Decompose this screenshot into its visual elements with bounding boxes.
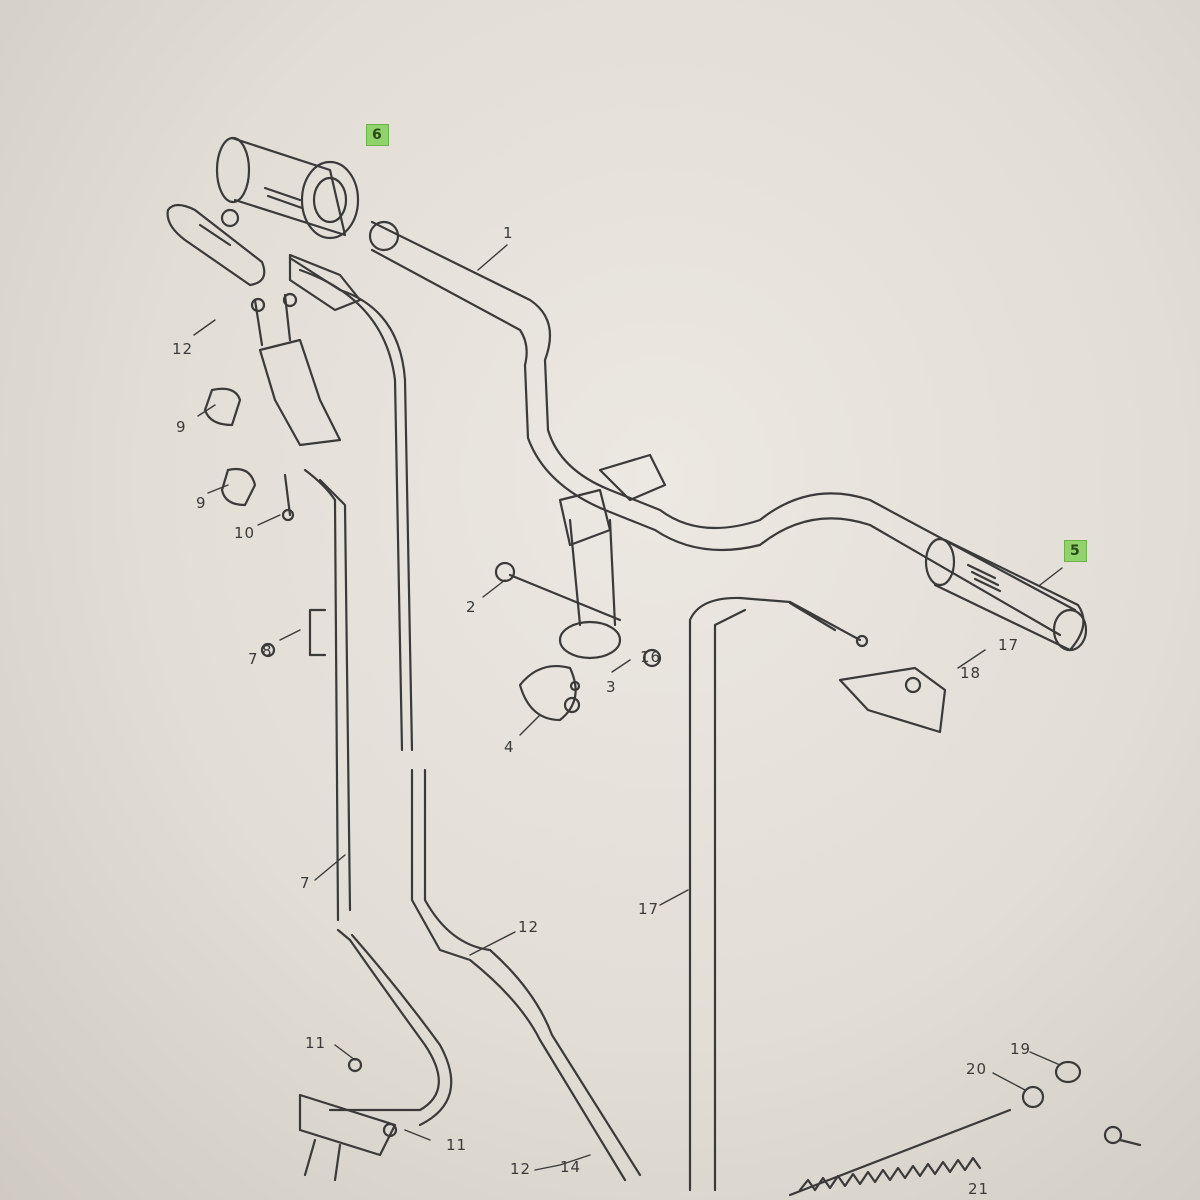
- callout-7: 7: [248, 650, 259, 668]
- callout-5: 5: [1064, 540, 1087, 562]
- right-lever-part: [838, 666, 947, 734]
- callout-21: 21: [968, 1180, 990, 1198]
- callout-11-right: 11: [446, 1136, 468, 1154]
- callout-10: 10: [234, 524, 256, 542]
- left-lever-part: [166, 203, 266, 287]
- callout-17-top: 17: [998, 636, 1020, 654]
- handlebar-part: [368, 220, 1077, 637]
- callout-6: 6: [366, 124, 389, 146]
- callout-9-top: 9: [176, 418, 187, 436]
- callout-12-top: 12: [172, 340, 194, 358]
- callout-18: 18: [960, 664, 982, 682]
- right-cable-part: [688, 596, 869, 1192]
- left-cables-part: [288, 256, 642, 1182]
- center-clamp-part: [494, 453, 667, 722]
- callout-8: 8: [262, 642, 273, 660]
- callout-1: 1: [503, 224, 514, 242]
- callout-12-bottom: 12: [510, 1160, 532, 1178]
- callout-2: 2: [466, 598, 477, 616]
- callout-7-cable: 7: [300, 874, 311, 892]
- throttle-housing-part: [203, 253, 362, 658]
- callout-19: 19: [1010, 1040, 1032, 1058]
- spring-part: [788, 1060, 1142, 1197]
- callout-16: 16: [640, 648, 662, 666]
- right-grip-part: [924, 537, 1088, 652]
- callout-3: 3: [606, 678, 617, 696]
- callout-12-middle: 12: [518, 918, 540, 936]
- leader-lines: [193, 244, 1063, 1171]
- callout-4: 4: [504, 738, 515, 756]
- callout-17-bottom: 17: [638, 900, 660, 918]
- callout-11-left: 11: [305, 1034, 327, 1052]
- left-grip-part: [215, 136, 360, 240]
- callout-14: 14: [560, 1158, 582, 1176]
- callout-20: 20: [966, 1060, 988, 1078]
- callout-9-bottom: 9: [196, 494, 207, 512]
